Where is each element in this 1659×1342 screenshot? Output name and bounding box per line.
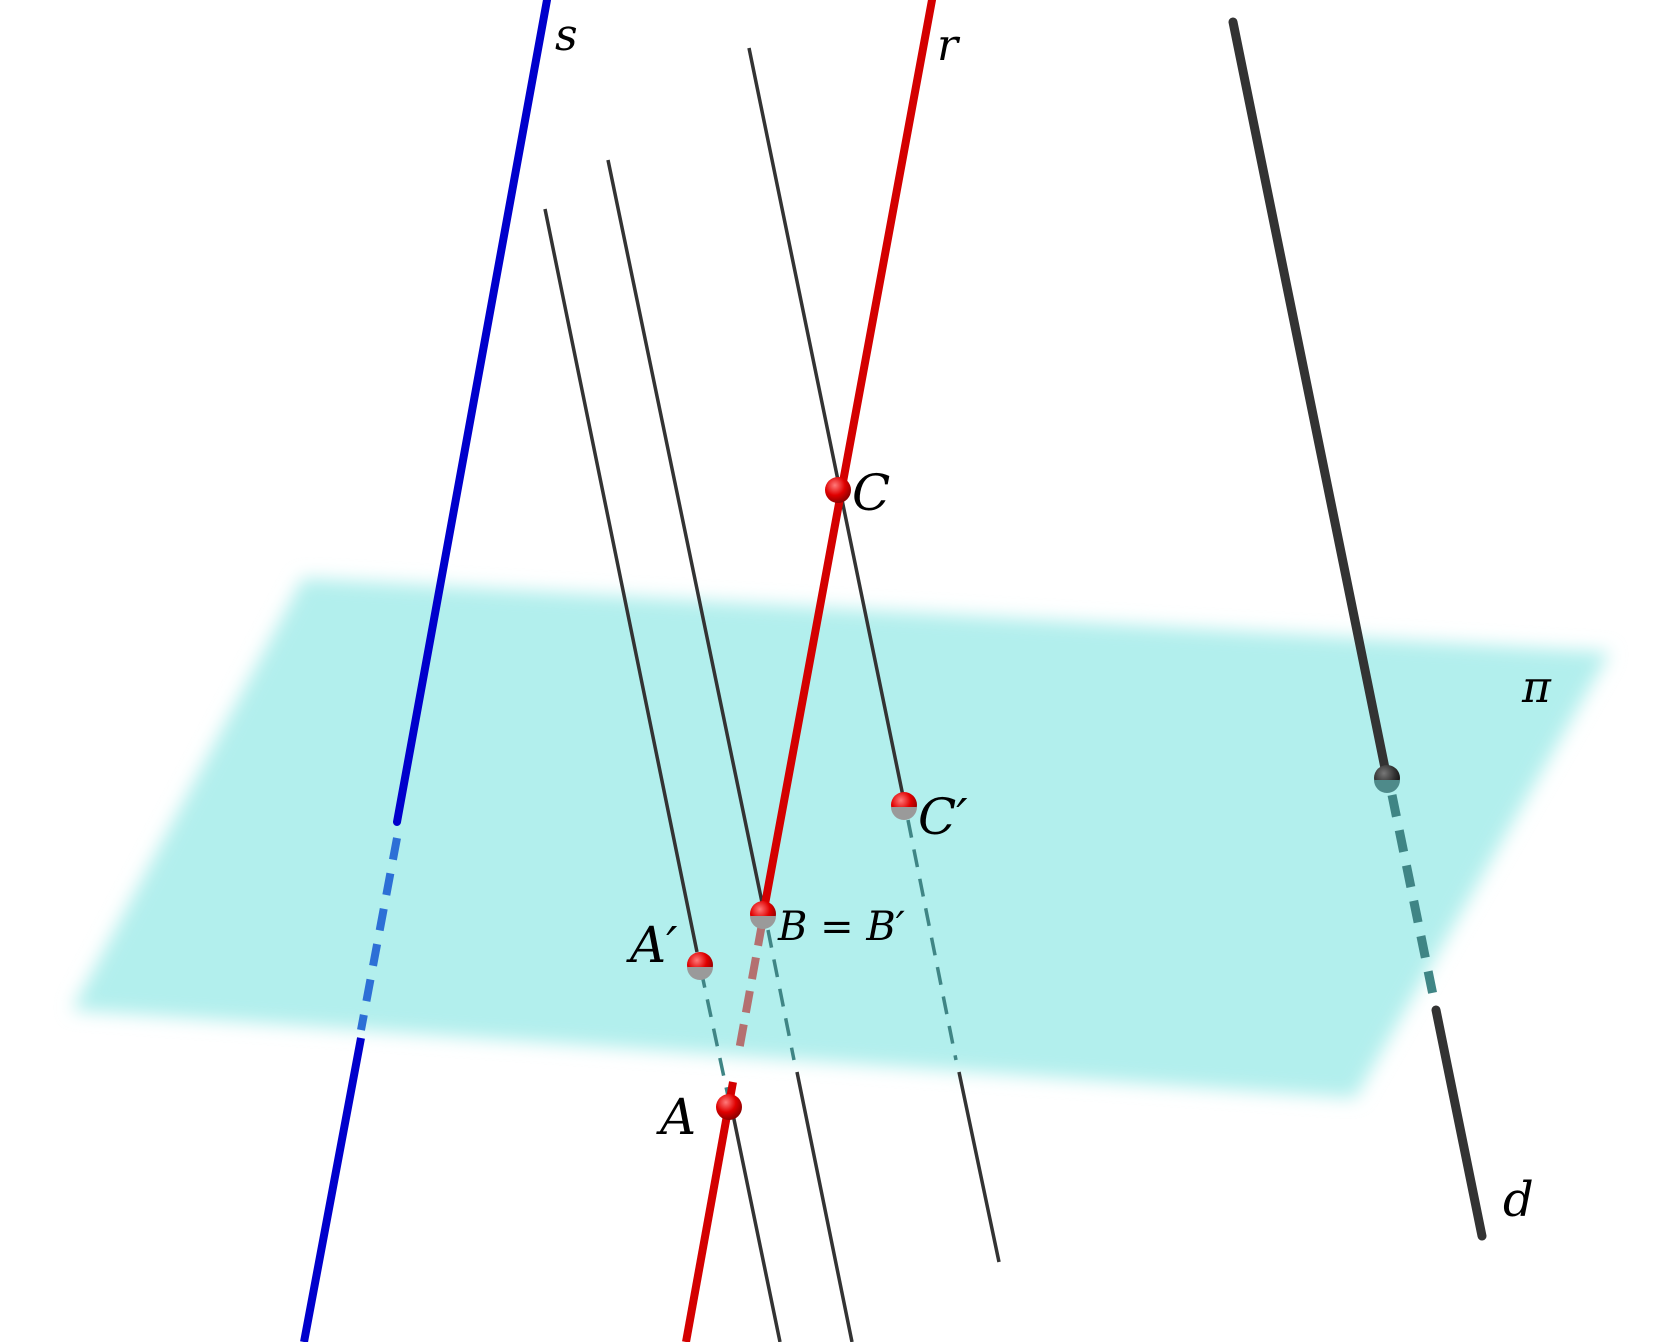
point-B[interactable]	[750, 901, 776, 929]
point-C[interactable]	[825, 477, 851, 503]
label-A-prime: A′	[626, 916, 678, 974]
projector-line-A	[543, 208, 782, 1342]
label-d: d	[1503, 1172, 1534, 1228]
label-A: A	[656, 1088, 696, 1146]
label-r: r	[937, 20, 961, 71]
line-d	[1228, 17, 1487, 1241]
line-r	[682, 0, 936, 1342]
label-B: B = B′	[777, 904, 905, 950]
label-pi: π	[1521, 662, 1552, 713]
projector-line-B	[606, 159, 854, 1342]
point-C-prime[interactable]	[891, 792, 917, 820]
projector-line-C	[747, 47, 1001, 1263]
label-C: C	[852, 464, 890, 522]
point-d-intersection[interactable]	[1374, 765, 1400, 793]
plane-pi	[72, 578, 1610, 1098]
label-s: s	[555, 10, 578, 61]
point-A[interactable]	[716, 1094, 742, 1120]
point-A-prime[interactable]	[687, 952, 713, 980]
label-C-prime: C′	[918, 788, 968, 846]
line-s	[300, 0, 551, 1342]
